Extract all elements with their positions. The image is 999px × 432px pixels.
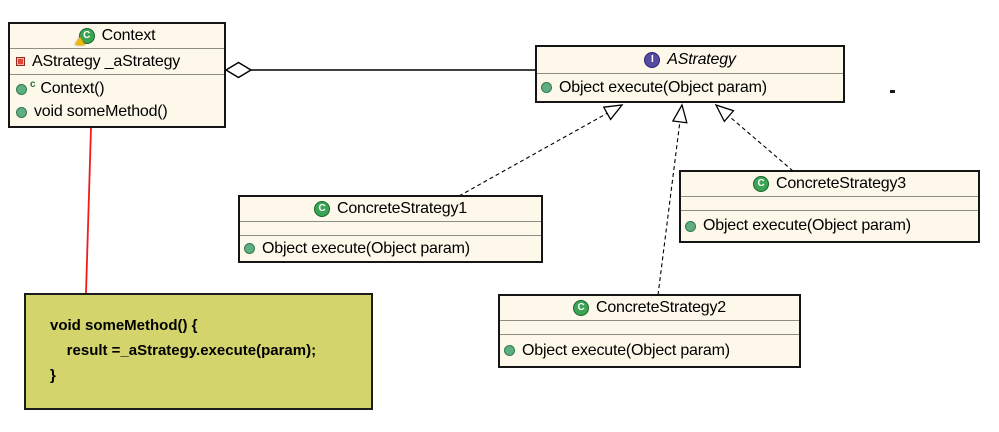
code-line: void someMethod() { [50,317,198,334]
method-text: Object execute(Object param) [262,239,470,257]
class-box-context[interactable]: C Context AStrategy _aStrategy c Context… [8,22,226,128]
aggregation-connector[interactable] [224,61,536,79]
class-icon-letter: C [577,302,585,313]
method-text: Context() [40,80,105,97]
note-anchor-line[interactable] [85,127,92,294]
class-title: Context [101,27,156,44]
public-method-icon [541,82,552,93]
class-icon-letter: C [318,203,326,214]
method-row: void someMethod() [10,103,224,121]
class-header: C ConcreteStrategy3 [681,172,978,196]
method-row: Object execute(Object param) [500,334,799,366]
class-title: ConcreteStrategy1 [336,200,467,217]
empty-fields-compartment [500,320,799,334]
constructor-row: c Context() [10,78,224,98]
class-header: C ConcreteStrategy2 [500,296,799,320]
method-text: Object execute(Object param) [559,78,767,96]
method-row: Object execute(Object param) [240,235,541,261]
class-box-concretestrategy3[interactable]: C ConcreteStrategy3 Object execute(Objec… [679,170,980,243]
field-row: AStrategy _aStrategy [10,48,224,74]
interface-title: AStrategy [667,51,736,68]
class-box-concretestrategy2[interactable]: C ConcreteStrategy2 Object execute(Objec… [498,294,801,368]
realization-connector-cs2[interactable] [657,103,688,296]
public-method-icon [244,243,255,254]
empty-fields-compartment [681,196,978,210]
public-method-icon [16,83,27,95]
interface-box-astrategy[interactable]: I AStrategy Object execute(Object param) [535,45,845,103]
warning-overlay-icon [74,37,85,45]
class-header: C ConcreteStrategy1 [240,197,541,221]
realization-connector-cs1[interactable] [458,104,624,197]
field-text: AStrategy _aStrategy [32,52,181,70]
private-field-icon [16,57,25,66]
public-method-icon [16,106,27,118]
code-line: } [50,367,56,384]
class-icon: C [313,201,330,217]
method-row: Object execute(Object param) [681,210,978,241]
constructor-marker-icon: c [30,78,36,90]
class-title: ConcreteStrategy3 [775,175,906,192]
empty-fields-compartment [240,221,541,235]
public-method-icon [504,345,515,356]
class-icon: C [572,300,589,316]
methods-compartment: c Context() void someMethod() [10,74,224,126]
class-icon-letter: C [757,178,765,189]
interface-icon: I [644,52,661,68]
class-icon: C [752,176,769,192]
method-text: void someMethod() [34,103,168,120]
method-row: Object execute(Object param) [537,73,843,101]
public-method-icon [685,220,696,232]
interface-header: I AStrategy [537,47,843,73]
class-icon-letter: C [83,30,91,41]
realization-connector-cs3[interactable] [714,103,794,172]
class-title: ConcreteStrategy2 [595,299,726,316]
aggregation-diamond [224,61,253,79]
class-icon: C [74,28,95,45]
class-box-concretestrategy1[interactable]: C ConcreteStrategy1 Object execute(Objec… [238,195,543,263]
code-line: result =_aStrategy.execute(param); [50,342,317,359]
code-note[interactable]: void someMethod() { result =_aStrategy.e… [24,293,373,410]
interface-icon-letter: I [650,54,654,65]
stray-dot [890,90,895,93]
class-header-context: C Context [10,24,224,48]
method-text: Object execute(Object param) [703,217,911,234]
method-text: Object execute(Object param) [522,341,730,359]
